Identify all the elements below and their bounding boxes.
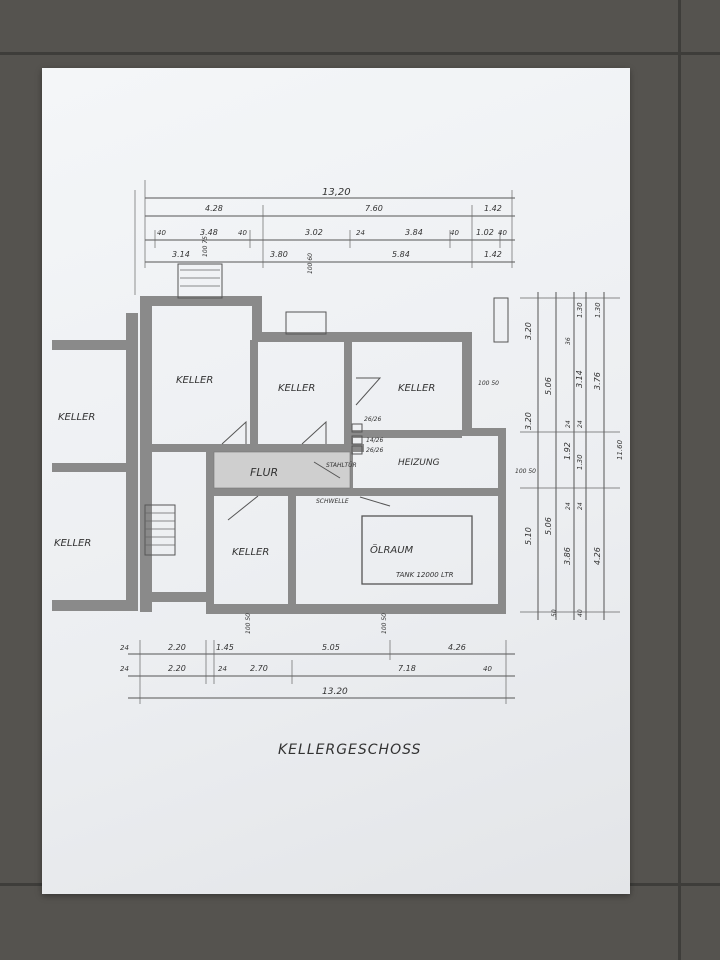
dim-bottom-r2-f: 40 bbox=[483, 665, 492, 673]
room-label-keller-3: KELLER bbox=[398, 383, 435, 394]
dim-top-r2-c: 40 bbox=[238, 229, 247, 237]
room-label-keller-left-2: KELLER bbox=[54, 538, 91, 549]
dim-top-small-b: 100 60 bbox=[307, 253, 314, 274]
label-chimney-a: 26/26 bbox=[364, 416, 381, 423]
dim-right-c3-e: 3.86 bbox=[563, 547, 572, 565]
label-chimney-c: 26/26 bbox=[366, 447, 383, 454]
room-label-tank: TANK 12000 LTR bbox=[396, 571, 454, 579]
room-label-keller-left-1: KELLER bbox=[58, 412, 95, 423]
dim-right-c2-a: 5.06 bbox=[544, 377, 553, 395]
room-label-keller-4: KELLER bbox=[232, 547, 269, 558]
floor-tile-gap bbox=[678, 0, 681, 960]
dim-top-small-a: 100 75 bbox=[202, 236, 209, 257]
dim-top-r1-b: 7.60 bbox=[365, 204, 383, 213]
dim-top-r3-d: 1.42 bbox=[484, 250, 502, 259]
dim-top-r3-c: 5.84 bbox=[392, 250, 410, 259]
label-stahltur: STAHLTÜR bbox=[326, 462, 357, 469]
dim-top-r2-i: 40 bbox=[498, 229, 507, 237]
dim-bottom-r2-e: 7.18 bbox=[398, 664, 416, 673]
dim-top-r2-a: 40 bbox=[157, 229, 166, 237]
dim-right-c4-a: 1.30 bbox=[576, 302, 584, 318]
dim-bottom-window-a: 100 50 bbox=[245, 613, 252, 634]
dim-top-r2-b: 3.48 bbox=[200, 228, 218, 237]
dim-right-c3-b: 24 bbox=[565, 420, 572, 428]
dim-right-c4-g: 40 bbox=[577, 609, 584, 617]
dim-right-c4-b: 3.14 bbox=[575, 370, 584, 388]
dim-right-c2-b: 5.06 bbox=[544, 517, 553, 535]
dim-top-r1-a: 4.28 bbox=[205, 204, 223, 213]
dim-right-c3-d: 24 bbox=[565, 502, 572, 510]
room-label-keller-2: KELLER bbox=[278, 383, 315, 394]
dim-bottom-r2-a: 24 bbox=[120, 665, 129, 673]
dim-right-c1-c: 5.10 bbox=[524, 527, 533, 545]
dim-top-r2-e: 24 bbox=[356, 229, 365, 237]
dim-bottom-r2-d: 2.70 bbox=[250, 664, 268, 673]
dim-bottom-r1-a: 24 bbox=[120, 644, 129, 652]
dim-right-window-b: 100 50 bbox=[515, 468, 536, 475]
dim-right-c4-e: 24 bbox=[577, 502, 584, 510]
dim-right-c1-b: 3.20 bbox=[524, 412, 533, 430]
dim-top-r3-b: 3.80 bbox=[270, 250, 288, 259]
room-labels: KELLER KELLER KELLER KELLER KELLER KELLE… bbox=[54, 375, 454, 579]
dim-right-c4-f: 4.26 bbox=[593, 547, 602, 565]
dim-top-r3-a: 3.14 bbox=[172, 250, 190, 259]
dim-right-c4-d: 1.30 bbox=[576, 454, 584, 470]
dim-top-r2-h: 1.02 bbox=[476, 228, 494, 237]
dim-right-c5-a: 1.30 bbox=[594, 302, 602, 318]
dim-top-r2-d: 3.02 bbox=[305, 228, 323, 237]
floor-tile-gap bbox=[0, 52, 720, 55]
dim-top-r1-c: 1.42 bbox=[484, 204, 502, 213]
top-dimensions: 13,20 4.28 7.60 1.42 40 3.48 40 3.02 24 … bbox=[134, 180, 515, 295]
dim-bottom-r2-c: 24 bbox=[218, 665, 227, 673]
room-label-oelraum: ÖLRAUM bbox=[370, 543, 414, 556]
bottom-dimensions: 24 2.20 1.45 5.05 4.26 24 2.20 24 2.70 7… bbox=[120, 613, 515, 704]
dim-right-c1-a: 3.20 bbox=[524, 322, 533, 340]
dim-right-c3-f: 50 bbox=[551, 609, 558, 617]
dim-bottom-r1-e: 4.26 bbox=[448, 643, 466, 652]
dim-bottom-r1-d: 5.05 bbox=[322, 643, 340, 652]
dim-right-overall: 11.60 bbox=[616, 439, 624, 460]
dim-bottom-r2-b: 2.20 bbox=[168, 664, 186, 673]
label-chimney-b: 14/26 bbox=[366, 437, 383, 444]
label-schwelle: SCHWELLE bbox=[316, 498, 349, 505]
dim-right-c3-a: 36 bbox=[565, 337, 572, 345]
walls bbox=[52, 263, 509, 614]
dim-bottom-total: 13.20 bbox=[322, 687, 348, 697]
dim-bottom-r1-b: 2.20 bbox=[168, 643, 186, 652]
dim-top-total: 13,20 bbox=[322, 187, 351, 198]
room-label-flur: FLUR bbox=[250, 466, 278, 479]
dim-right-window-a: 100 50 bbox=[478, 380, 499, 387]
dim-top-r2-f: 3.84 bbox=[405, 228, 423, 237]
dim-top-r2-g: 40 bbox=[450, 229, 459, 237]
right-dimensions: 3.20 3.20 5.10 5.06 5.06 36 24 1.92 24 3… bbox=[478, 292, 624, 620]
drawing-title: KELLERGESCHOSS bbox=[278, 742, 421, 758]
dim-bottom-window-b: 100 50 bbox=[381, 613, 388, 634]
room-label-heizung: HEIZUNG bbox=[398, 458, 440, 468]
dim-bottom-r1-c: 1.45 bbox=[216, 643, 234, 652]
room-label-keller-1: KELLER bbox=[176, 375, 213, 386]
dim-right-c5-b: 3.76 bbox=[593, 372, 602, 390]
dim-right-c3-c: 1.92 bbox=[563, 442, 572, 460]
dim-right-c4-c: 24 bbox=[577, 420, 584, 428]
